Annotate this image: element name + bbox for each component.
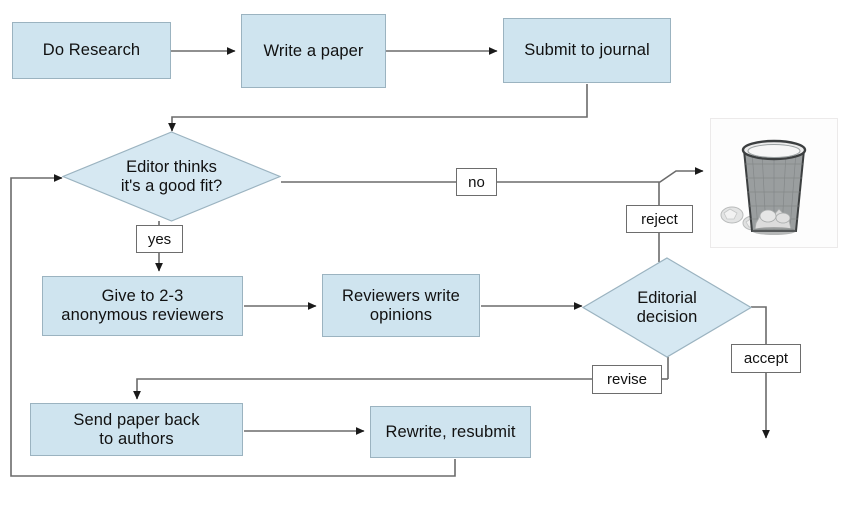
edge-label-revise-text: revise — [606, 371, 647, 388]
edge-label-yes[interactable]: yes — [136, 225, 183, 253]
node-do-research[interactable]: Do Research — [12, 22, 171, 79]
node-submit-to-journal[interactable]: Submit to journal — [503, 18, 671, 83]
edge-submit-to-editor — [168, 84, 588, 132]
node-rewrite-resubmit[interactable]: Rewrite, resubmit — [370, 406, 531, 458]
edge-label-no[interactable]: no — [456, 168, 497, 196]
node-send-paper-back[interactable]: Send paper back to authors — [30, 403, 243, 456]
wastebasket-body-icon — [741, 139, 807, 235]
node-send-paper-back-line2: to authors — [99, 429, 174, 448]
edge-label-reject-text: reject — [641, 210, 678, 228]
node-give-to-reviewers[interactable]: Give to 2-3 anonymous reviewers — [42, 276, 243, 336]
edge-label-yes-text: yes — [147, 230, 172, 248]
node-reviewers-write-opinions-line2: opinions — [369, 305, 433, 324]
edge-label-no-text: no — [468, 173, 485, 191]
edge-label-accept[interactable]: accept — [731, 344, 801, 373]
edge-editorial-to-accept — [751, 306, 767, 344]
node-do-research-label: Do Research — [42, 41, 141, 60]
node-reviewers-write-opinions-line1: Reviewers write — [342, 286, 460, 305]
node-write-a-paper-label: Write a paper — [263, 41, 364, 60]
node-give-to-reviewers-line2: anonymous reviewers — [61, 306, 224, 324]
node-send-paper-back-line1: Send paper back — [73, 410, 200, 429]
wastebasket-image — [710, 118, 838, 248]
node-editor-good-fit[interactable]: Editor thinks it's a good fit? — [62, 131, 281, 222]
edge-revise-to-sendback — [133, 378, 592, 400]
node-editorial-decision[interactable]: Editorial decision — [582, 257, 752, 358]
edge-no-to-trash — [497, 167, 704, 183]
node-write-a-paper[interactable]: Write a paper — [241, 14, 386, 88]
edge-label-reject[interactable]: reject — [626, 205, 693, 233]
edge-label-accept-text: accept — [743, 350, 789, 367]
node-submit-to-journal-label: Submit to journal — [524, 41, 650, 60]
node-rewrite-resubmit-label: Rewrite, resubmit — [385, 422, 516, 441]
edge-label-revise[interactable]: revise — [592, 365, 662, 394]
node-reviewers-write-opinions[interactable]: Reviewers write opinions — [322, 274, 480, 337]
node-give-to-reviewers-line1: Give to 2-3 — [101, 287, 184, 306]
